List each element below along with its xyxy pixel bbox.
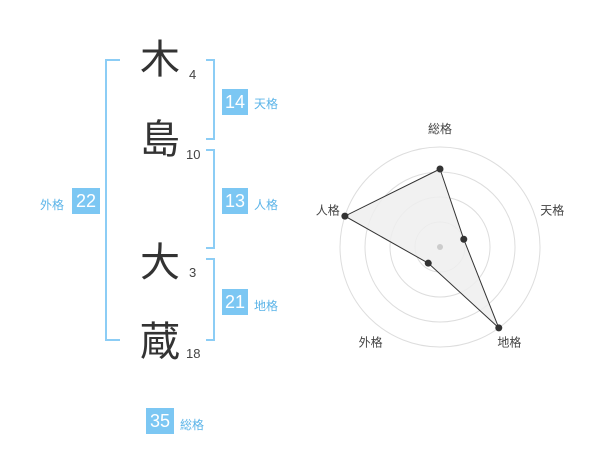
radar-point-3 bbox=[424, 259, 432, 267]
soukaku-value: 35 bbox=[146, 408, 174, 434]
stroke-count-4: 18 bbox=[186, 346, 201, 361]
outer-bracket bbox=[105, 59, 120, 341]
radar-points bbox=[341, 165, 503, 332]
stroke-count-3: 3 bbox=[189, 265, 197, 280]
jinkaku-bracket bbox=[206, 149, 215, 249]
radar-polygon bbox=[343, 168, 500, 329]
gaikaku-label: 外格 bbox=[40, 198, 65, 212]
radar-axis-label-0: 総格 bbox=[428, 121, 452, 136]
radar-axis-label-4: 人格 bbox=[316, 203, 340, 218]
chikaku-bracket bbox=[206, 258, 215, 341]
radar-center-dot bbox=[437, 244, 443, 250]
tenkaku-bracket bbox=[206, 59, 215, 140]
soukaku-label: 総格 bbox=[180, 418, 205, 432]
radar-ring-4 bbox=[339, 146, 541, 348]
stroke-count-1: 4 bbox=[189, 67, 197, 82]
chikaku-value: 21 bbox=[222, 289, 248, 315]
name-char-4: 蔵 bbox=[140, 319, 180, 365]
radar-point-0 bbox=[436, 165, 444, 173]
gaikaku-value: 22 bbox=[72, 188, 100, 214]
radar-axis-label-3: 外格 bbox=[359, 334, 383, 349]
radar-point-2 bbox=[495, 324, 503, 332]
radar-axis-label-1: 天格 bbox=[540, 203, 564, 218]
tenkaku-label: 天格 bbox=[254, 97, 279, 111]
tenkaku-value: 14 bbox=[222, 89, 248, 115]
radar-point-1 bbox=[460, 235, 468, 243]
name-char-3: 大 bbox=[140, 240, 180, 286]
radar-axis-label-2: 地格 bbox=[497, 334, 521, 349]
chikaku-label: 地格 bbox=[254, 299, 279, 313]
name-char-1: 木 bbox=[140, 37, 180, 83]
jinkaku-value: 13 bbox=[222, 188, 248, 214]
name-char-2: 島 bbox=[140, 117, 180, 163]
radar-point-4 bbox=[341, 212, 349, 220]
jinkaku-label: 人格 bbox=[254, 198, 279, 212]
stroke-count-2: 10 bbox=[186, 147, 201, 162]
